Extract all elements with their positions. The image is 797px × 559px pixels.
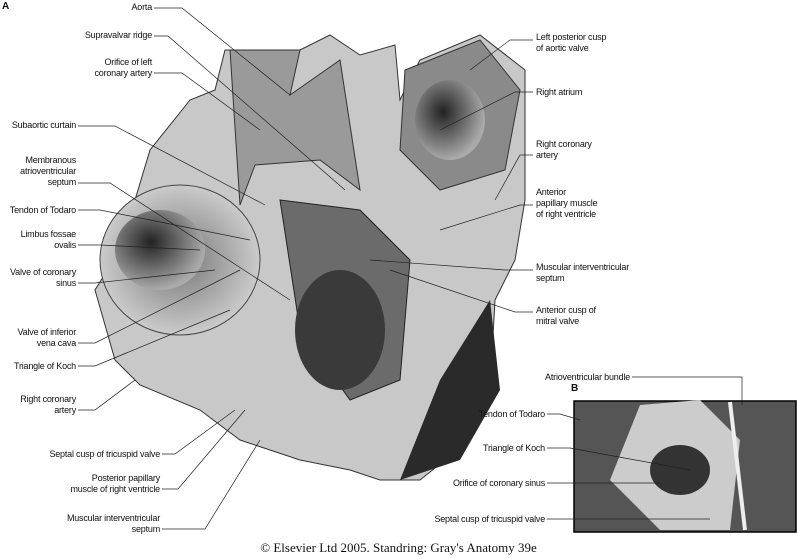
line: of right ventricle [536, 209, 596, 219]
line: Right coronary [536, 139, 592, 149]
label-septal-cusp: Septal cusp of tricuspid valve [49, 449, 160, 459]
line: Muscular interventricular [66, 513, 160, 523]
line: Posterior papillary [91, 473, 160, 483]
line: Anterior [536, 187, 566, 197]
line: ovalis [54, 240, 76, 250]
panel-b-label: B [571, 383, 579, 394]
label-b-tendon-todaro: Tendon of Todaro [478, 409, 545, 419]
line: Membranous [25, 155, 76, 165]
line: septum [47, 177, 77, 187]
label-b-septal-cusp: Septal cusp of tricuspid valve [434, 514, 545, 524]
line: Anterior cusp of [536, 305, 596, 315]
line: Left posterior cusp [536, 32, 607, 42]
line: Muscular interventricular [536, 262, 630, 272]
label-aorta: Aorta [131, 2, 152, 12]
label-b-orifice-coronary-sinus: Orifice of coronary sinus [452, 478, 545, 488]
line: Valve of inferior [17, 327, 77, 337]
line: artery [54, 405, 76, 415]
label-right-atrium: Right atrium [536, 87, 583, 97]
line: muscle of right ventricle [70, 484, 160, 494]
line: atrioventricular [20, 166, 76, 176]
label-tendon-todaro: Tendon of Todaro [9, 205, 76, 215]
label-triangle-koch: Triangle of Koch [13, 361, 76, 371]
line: vena cava [36, 338, 76, 348]
line: Valve of coronary [10, 267, 76, 277]
line: Right coronary [20, 394, 76, 404]
line: papillary muscle [536, 198, 598, 208]
copyright-caption: © Elsevier Ltd 2005. Standring: Gray's A… [260, 540, 537, 555]
line: septum [536, 273, 565, 283]
line: coronary artery [94, 68, 152, 78]
label-b-triangle-koch: Triangle of Koch [482, 443, 545, 453]
line: artery [536, 150, 558, 160]
line: Limbus fossae [20, 229, 77, 239]
line: septum [131, 524, 161, 534]
line: mitral valve [536, 316, 580, 326]
label-supravalvar-ridge: Supravalvar ridge [84, 30, 152, 40]
label-b-av-bundle: Atrioventricular bundle [545, 372, 630, 382]
label-subaortic-curtain: Subaortic curtain [11, 120, 76, 130]
line: of aortic valve [536, 43, 589, 53]
panel-a-label: A [2, 1, 10, 12]
line: Orifice of left [104, 57, 152, 67]
line: sinus [55, 278, 76, 288]
